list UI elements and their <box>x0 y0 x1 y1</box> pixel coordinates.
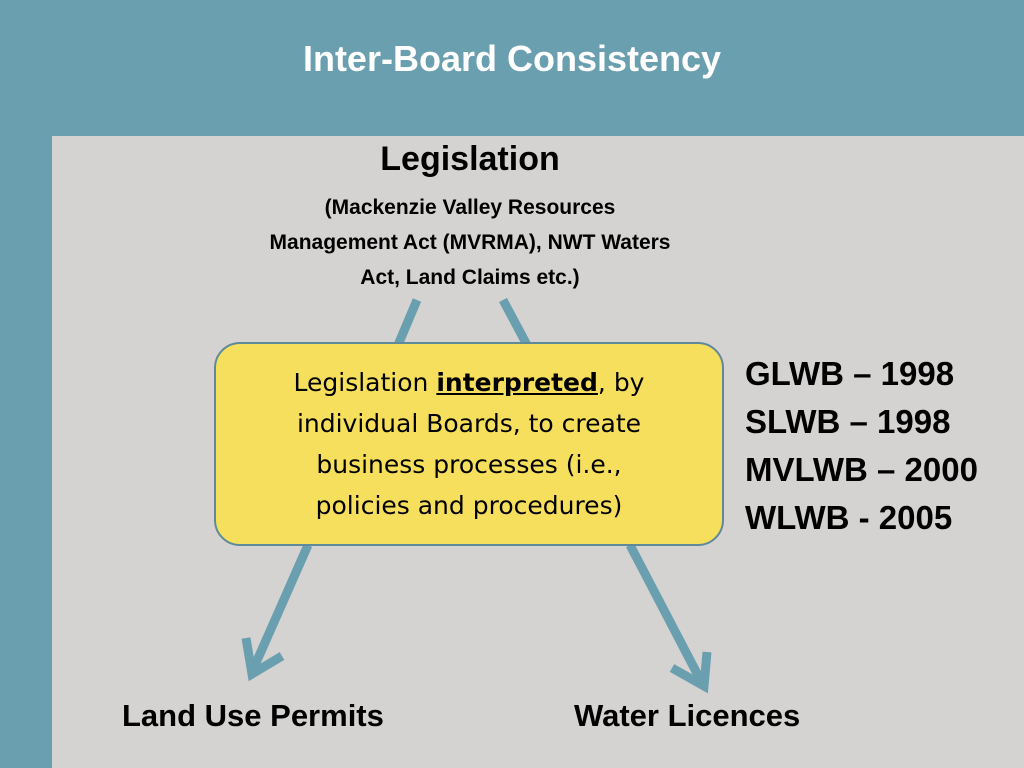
board-item: MVLWB – 2000 <box>745 451 978 488</box>
interpretation-prefix: Legislation <box>293 368 437 397</box>
interpretation-line: policies and procedures) <box>315 491 623 520</box>
legislation-heading: Legislation <box>380 140 560 178</box>
board-list: GLWB – 1998 SLWB – 1998 MVLWB – 2000 WLW… <box>745 350 978 542</box>
interpretation-line: individual Boards, to create <box>296 409 642 438</box>
interpretation-text: Legislation interpreted, by individual B… <box>259 362 679 526</box>
interpretation-line: Legislation interpreted, by <box>259 362 679 403</box>
legislation-subtitle: (Mackenzie Valley Resources Management A… <box>215 190 725 295</box>
board-item: SLWB – 1998 <box>745 403 951 440</box>
interpretation-line: business processes (i.e., <box>316 450 622 479</box>
output-arrow-left <box>247 543 313 674</box>
interpretation-suffix: , by <box>597 368 645 397</box>
legislation-subtitle-line: Management Act (MVRMA), NWT Waters <box>269 231 671 254</box>
interpreted-emphasis: interpreted <box>436 368 598 397</box>
input-arrow-left <box>393 298 422 347</box>
slide-title: Inter-Board Consistency <box>302 38 722 79</box>
input-arrow-right <box>499 297 531 348</box>
interpretation-box: Legislation interpreted, by individual B… <box>214 342 724 546</box>
land-use-permits-label: Land Use Permits <box>122 698 384 733</box>
board-item: WLWB - 2005 <box>745 499 953 536</box>
output-arrow-right-head <box>669 651 712 694</box>
output-arrow-left-head <box>241 637 285 682</box>
legislation-subtitle-line: (Mackenzie Valley Resources <box>324 196 616 219</box>
board-item: GLWB – 1998 <box>745 355 955 392</box>
output-arrow-right <box>626 542 706 686</box>
water-licences-label: Water Licences <box>574 698 801 733</box>
legislation-subtitle-line: Act, Land Claims etc.) <box>360 266 580 289</box>
